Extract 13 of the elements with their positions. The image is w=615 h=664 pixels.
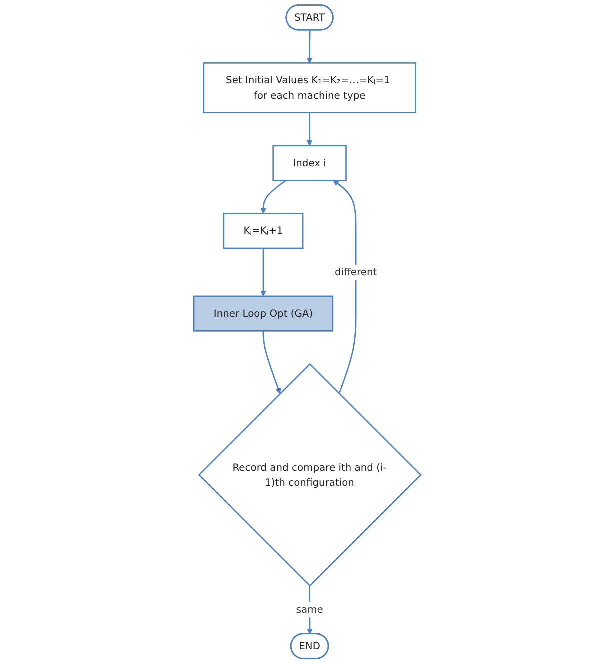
edge-label: different — [335, 266, 378, 278]
node-box: Kⱼ=Kⱼ+1 — [223, 213, 304, 250]
node-box: Inner Loop Opt (GA) — [193, 296, 334, 332]
arrow — [262, 331, 282, 394]
arrow — [306, 112, 313, 146]
arrow — [260, 248, 266, 297]
node-box: Index i — [272, 145, 347, 182]
arrow — [333, 180, 357, 394]
edge-label: same — [296, 604, 324, 616]
node-box: Set Initial Values K₁=K₂=…=Kⱼ=1 for each machine type — [203, 62, 416, 114]
arrow — [306, 30, 313, 64]
node-diamond: Record and compare ith and (i-1)th configuration — [198, 363, 422, 587]
arrow — [260, 180, 286, 214]
